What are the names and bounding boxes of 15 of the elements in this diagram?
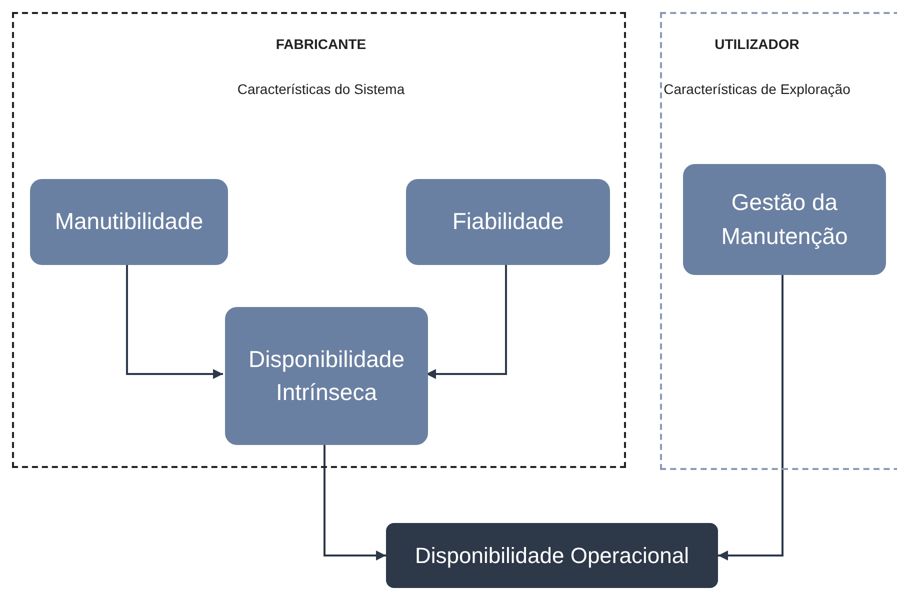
process-box: Disponibilidade Intrínseca: [225, 307, 428, 445]
group-subtitle: Características de Exploração: [662, 80, 852, 99]
group-subtitle: Características do Sistema: [236, 80, 406, 99]
dashed-group-frame: [660, 12, 897, 470]
group-heading: UTILIZADOR: [714, 35, 800, 54]
process-box: Gestão da Manutenção: [683, 164, 886, 275]
connector-arrow: [126, 263, 223, 379]
result-box: Disponibilidade Operacional: [386, 523, 718, 588]
group-heading: FABRICANTE: [274, 35, 368, 54]
process-box: Fiabilidade: [406, 179, 610, 265]
connector-arrow: [426, 263, 507, 379]
dashed-group-frame: [12, 12, 626, 468]
connector-arrow: [718, 273, 784, 560]
connector-arrow: [324, 443, 386, 560]
process-box: Manutibilidade: [30, 179, 228, 265]
